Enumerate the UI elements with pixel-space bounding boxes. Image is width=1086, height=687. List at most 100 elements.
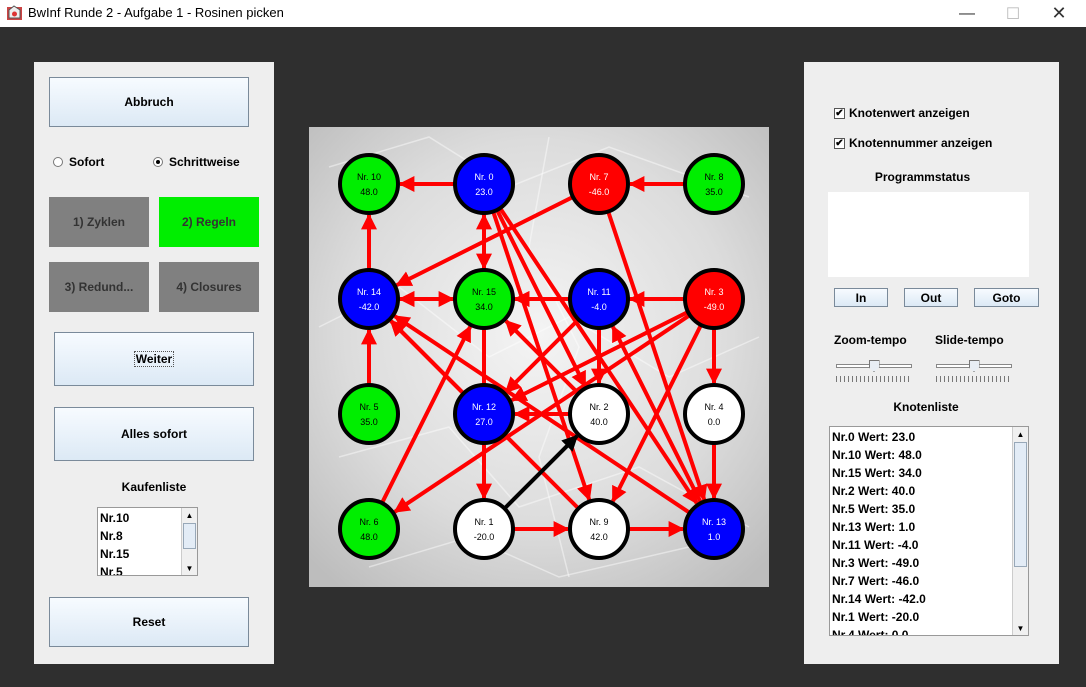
node-circle[interactable] — [568, 498, 630, 560]
node-circle[interactable] — [338, 268, 400, 330]
abbruch-button[interactable]: Abbruch — [49, 77, 249, 127]
checkbox-icon[interactable]: ✔ — [834, 107, 845, 119]
node-circle[interactable] — [453, 383, 515, 445]
scroll-up-icon[interactable]: ▲ — [185, 510, 194, 520]
list-item[interactable]: Nr.8 — [100, 529, 123, 543]
list-item[interactable]: Nr.4 Wert: 0.0 — [832, 628, 909, 636]
graph-node[interactable]: Nr. 942.0 — [568, 498, 630, 560]
reset-button[interactable]: Reset — [49, 597, 249, 647]
redund-button[interactable]: 3) Redund... — [49, 262, 149, 312]
node-label: Nr. 4 — [704, 402, 723, 412]
radio-schrittweise[interactable]: Schrittweise — [153, 155, 240, 169]
list-item[interactable]: Nr.15 Wert: 34.0 — [832, 466, 922, 480]
list-item[interactable]: Nr.11 Wert: -4.0 — [832, 538, 919, 552]
node-circle[interactable] — [683, 153, 745, 215]
list-item[interactable]: Nr.5 Wert: 35.0 — [832, 502, 916, 516]
graph-node[interactable]: Nr. 648.0 — [338, 498, 400, 560]
knotenliste-scrollbar[interactable]: ▲ ▼ — [1012, 427, 1028, 635]
edge-1-2 — [503, 434, 579, 510]
node-circle[interactable] — [338, 153, 400, 215]
zyklen-button[interactable]: 1) Zyklen — [49, 197, 149, 247]
zoom-in-button[interactable]: In — [834, 288, 888, 307]
graph-node[interactable]: Nr. 835.0 — [683, 153, 745, 215]
node-circle[interactable] — [683, 268, 745, 330]
node-circle[interactable] — [453, 153, 515, 215]
node-circle[interactable] — [683, 498, 745, 560]
regeln-button[interactable]: 2) Regeln — [159, 197, 259, 247]
graph-node[interactable]: Nr. 11-4.0 — [568, 268, 630, 330]
list-item[interactable]: Nr.0 Wert: 23.0 — [832, 430, 916, 444]
graph-node[interactable]: Nr. 7-46.0 — [568, 153, 630, 215]
graph-node[interactable]: Nr. 14-42.0 — [338, 268, 400, 330]
node-label: Nr. 3 — [704, 287, 723, 297]
graph-node[interactable]: Nr. 535.0 — [338, 383, 400, 445]
graph-node[interactable]: Nr. 023.0 — [453, 153, 515, 215]
slide-tempo-slider[interactable] — [936, 360, 1012, 390]
zoom-slider-thumb[interactable] — [868, 360, 880, 372]
scroll-down-icon[interactable]: ▼ — [185, 563, 194, 573]
node-value: 23.0 — [475, 187, 493, 197]
list-item[interactable]: Nr.3 Wert: -49.0 — [832, 556, 920, 570]
list-item[interactable]: Nr.10 Wert: 48.0 — [832, 448, 922, 462]
graph-node[interactable]: Nr. 1-20.0 — [453, 498, 515, 560]
node-circle[interactable] — [453, 498, 515, 560]
node-circle[interactable] — [568, 268, 630, 330]
list-item[interactable]: Nr.7 Wert: -46.0 — [832, 574, 920, 588]
node-circle[interactable] — [338, 383, 400, 445]
radio-sofort-dot[interactable] — [53, 157, 63, 167]
graph-node[interactable]: Nr. 240.0 — [568, 383, 630, 445]
chk-knotenwert-label: Knotenwert anzeigen — [849, 106, 970, 120]
list-item[interactable]: Nr.15 — [100, 547, 130, 561]
slide-slider-thumb[interactable] — [968, 360, 980, 372]
alles-sofort-button[interactable]: Alles sofort — [54, 407, 254, 461]
weiter-button[interactable]: Weiter — [54, 332, 254, 386]
scroll-up-icon[interactable]: ▲ — [1016, 429, 1025, 439]
zoom-out-button[interactable]: Out — [904, 288, 958, 307]
node-circle[interactable] — [338, 498, 400, 560]
radio-schrittweise-dot[interactable] — [153, 157, 163, 167]
kaufenliste-scrollbar[interactable]: ▲ ▼ — [181, 508, 197, 575]
minimize-button[interactable]: — — [959, 4, 975, 22]
slide-tempo-label: Slide-tempo — [935, 333, 1004, 347]
close-button[interactable]: ✕ — [1051, 3, 1067, 23]
zoom-tempo-slider[interactable] — [836, 360, 912, 390]
list-item[interactable]: Nr.2 Wert: 40.0 — [832, 484, 916, 498]
radio-sofort[interactable]: Sofort — [53, 155, 104, 169]
node-label: Nr. 13 — [702, 517, 726, 527]
list-item[interactable]: Nr.5 — [100, 565, 123, 576]
node-label: Nr. 15 — [472, 287, 496, 297]
list-item[interactable]: Nr.1 Wert: -20.0 — [832, 610, 920, 624]
kaufenliste-label: Kaufenliste — [121, 480, 187, 494]
chk-knotenwert[interactable]: ✔ Knotenwert anzeigen — [834, 106, 970, 120]
list-item[interactable]: Nr.10 — [100, 511, 130, 525]
graph-node[interactable]: Nr. 3-49.0 — [683, 268, 745, 330]
node-value: -46.0 — [589, 187, 610, 197]
chk-knotennummer[interactable]: ✔ Knotennummer anzeigen — [834, 136, 992, 150]
scroll-down-icon[interactable]: ▼ — [1016, 623, 1025, 633]
closures-button[interactable]: 4) Closures — [159, 262, 259, 312]
goto-button[interactable]: Goto — [974, 288, 1039, 307]
node-circle[interactable] — [683, 383, 745, 445]
maximize-button[interactable]: ☐ — [1005, 5, 1021, 23]
list-item[interactable]: Nr.14 Wert: -42.0 — [832, 592, 926, 606]
graph-node[interactable]: Nr. 13 1.0 — [683, 498, 745, 560]
checkbox-icon[interactable]: ✔ — [834, 137, 845, 149]
node-circle[interactable] — [568, 153, 630, 215]
node-value: 1.0 — [708, 532, 721, 542]
edge-6-15 — [380, 325, 472, 504]
node-circle[interactable] — [568, 383, 630, 445]
scroll-thumb[interactable] — [1014, 442, 1027, 567]
scroll-thumb[interactable] — [183, 523, 196, 549]
node-value: 40.0 — [590, 417, 608, 427]
list-item[interactable]: Nr.13 Wert: 1.0 — [832, 520, 916, 534]
node-circle[interactable] — [453, 268, 515, 330]
graph-node[interactable]: Nr. 40.0 — [683, 383, 745, 445]
node-label: Nr. 9 — [589, 517, 608, 527]
